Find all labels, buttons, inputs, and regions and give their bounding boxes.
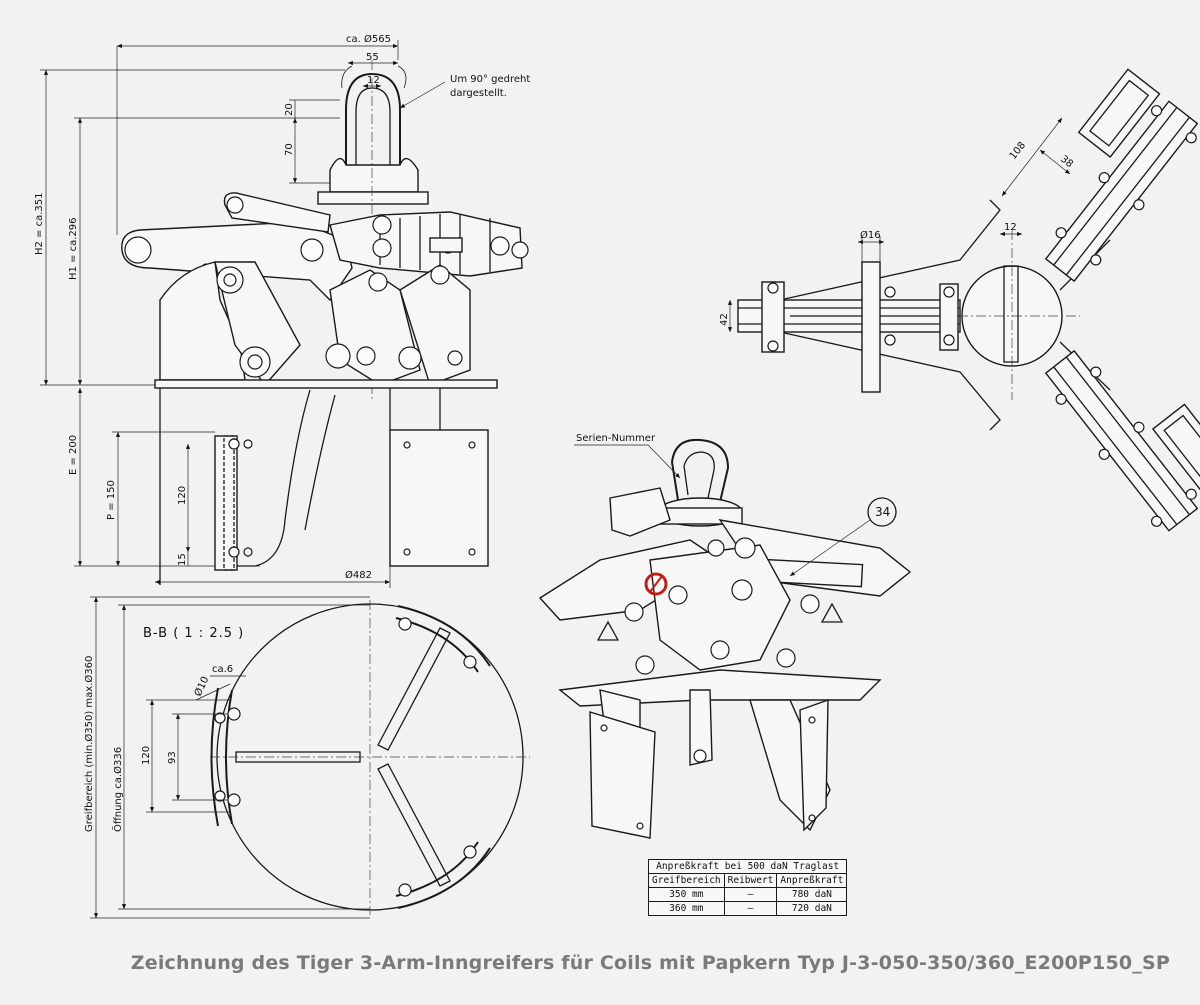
force-table-header-range: Greifbereich <box>648 873 725 888</box>
isometric-view: Serien-Nummer 34 <box>538 433 912 839</box>
dim-oeffnung: Öffnung ca.Ø336 <box>111 747 124 832</box>
warning-triangle-icon <box>596 620 620 641</box>
dim-12-top: 12 <box>367 75 380 86</box>
iso-lifting-eye <box>670 438 730 503</box>
force-table-header-force: Anpreßkraft <box>776 873 848 888</box>
dim-15: 15 <box>177 553 188 566</box>
section-title: B-B ( 1 : 2.5 ) <box>143 626 244 641</box>
dim-greifbereich: Greifbereich (min.Ø350) max.Ø360 <box>83 656 95 832</box>
base-plate <box>154 379 498 389</box>
dim-dia-482: Ø482 <box>345 569 372 581</box>
dim-70: 70 <box>284 143 295 156</box>
dim-20: 20 <box>284 103 295 116</box>
upper-lever <box>121 221 353 302</box>
dim-h2: H2 = ca.351 <box>34 192 45 255</box>
drawing-caption: Zeichnung des Tiger 3-Arm-Inngreifers fü… <box>130 952 1170 974</box>
jaw-left <box>210 687 233 827</box>
table-cell: 780 daN <box>776 887 848 902</box>
dim-h1: H1 = ca.296 <box>68 217 79 280</box>
jaw-pad-right <box>389 429 489 567</box>
dim-12-top-view: 12 <box>1004 222 1017 233</box>
table-cell: 350 mm <box>648 887 725 902</box>
dim-120-side: 120 <box>177 486 188 505</box>
no-hands-warning-icon <box>644 572 668 596</box>
force-table-header-friction: Reibwert <box>723 873 778 888</box>
table-row: 360 mm – 720 daN <box>648 901 848 916</box>
rotation-note-line2: dargestellt. <box>450 88 507 99</box>
top-view: 42 Ø16 12 108 <box>719 68 1200 532</box>
dim-dia-565: ca. Ø565 <box>346 33 391 45</box>
dim-ca6: ca.6 <box>212 664 233 675</box>
dim-dia-16: Ø16 <box>860 229 881 241</box>
table-cell: – <box>723 901 778 916</box>
dim-55: 55 <box>366 52 379 63</box>
iso-jaw-left <box>589 711 656 839</box>
dim-42: 42 <box>719 313 730 326</box>
force-table-title: Anpreßkraft bei 500 daN Traglast <box>647 859 848 874</box>
dim-93: 93 <box>167 751 178 764</box>
iso-jaw-right <box>799 699 829 832</box>
table-cell: 720 daN <box>776 901 848 916</box>
dim-p: P = 150 <box>106 480 117 520</box>
dim-108: 108 <box>1008 140 1028 162</box>
table-cell: – <box>723 887 778 902</box>
dim-120-section: 120 <box>141 746 152 765</box>
iso-base-plate <box>558 669 882 707</box>
dim-dia-10: Ø10 <box>192 675 212 699</box>
balloon-34: 34 <box>875 505 890 519</box>
serial-number-label: Serien-Nummer <box>576 433 656 444</box>
side-view: ca. Ø565 55 12 Um 90° gedreht dargestell… <box>34 33 530 588</box>
table-row: 350 mm – 780 daN <box>648 887 848 902</box>
rotation-note-line1: Um 90° gedreht <box>450 74 530 85</box>
clamping-force-table: Anpreßkraft bei 500 daN Traglast Greifbe… <box>647 859 848 916</box>
warning-triangle-icon-2 <box>820 602 844 623</box>
section-view: B-B ( 1 : 2.5 ) 120 93 ca.6 Ø10 Greifber… <box>83 596 530 919</box>
dim-e: E = 200 <box>68 435 79 475</box>
table-cell: 360 mm <box>648 901 725 916</box>
dim-38: 38 <box>1058 154 1075 171</box>
